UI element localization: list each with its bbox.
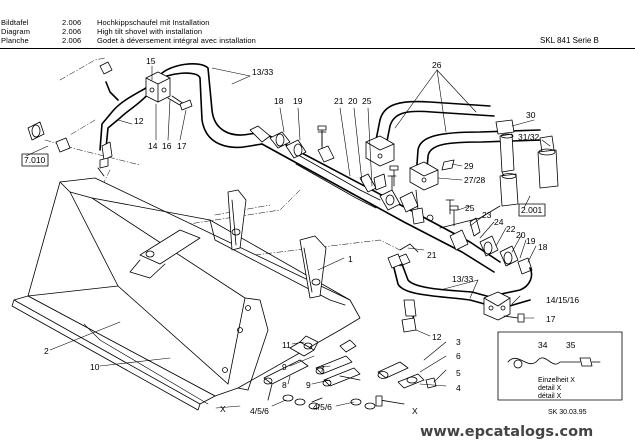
callout-12-upper: 12 <box>134 116 144 126</box>
callout-6: 6 <box>456 351 461 361</box>
bucket <box>11 177 361 411</box>
bolts-20-21-25 <box>317 125 459 227</box>
callout-12-lower: 12 <box>432 332 442 342</box>
callout-15: 15 <box>146 56 156 66</box>
fittings-left <box>27 61 113 177</box>
ref-box-7010 <box>21 153 49 167</box>
callout-24: 24 <box>494 217 504 227</box>
callout-x-bucket: X <box>220 404 226 414</box>
header-label-fr: Planche <box>1 36 29 45</box>
header-label-en: Diagram <box>1 27 31 36</box>
callout-2: 2 <box>44 346 49 356</box>
header-title-de: Hochkippschaufel mit Installation <box>97 18 210 27</box>
sheet-code: SK 30.03.95 <box>548 409 587 416</box>
callout-19-upper: 19 <box>293 96 303 106</box>
callout-18-upper: 18 <box>274 96 284 106</box>
callout-14: 14 <box>148 141 158 151</box>
detail-callout-35: 35 <box>566 340 576 350</box>
callout-9-left: 9 <box>282 362 287 372</box>
callout-7: 7 <box>320 364 325 374</box>
header-titles: Hochkippschaufel mit Installation High t… <box>97 18 256 45</box>
detail-title-en: detail X <box>538 385 562 392</box>
ref-2001: 2.001 <box>521 205 543 215</box>
couplers-30-31-32 <box>495 119 559 207</box>
callout-25-lower: 25 <box>465 203 475 213</box>
callout-17-lower: 17 <box>546 314 556 324</box>
callout-26: 26 <box>432 60 442 70</box>
callout-21-upper: 21 <box>334 96 344 106</box>
callout-13-33-upper: 13/33 <box>252 67 274 77</box>
block-15 <box>145 71 193 111</box>
header-numbers: 2.006 2.006 2.006 <box>62 18 81 45</box>
callout-3: 3 <box>456 337 461 347</box>
callout-4-5-6-right: 4/5/6 <box>313 402 332 412</box>
detail-title-fr: détail X <box>538 393 562 400</box>
detail-callout-34: 34 <box>538 340 548 350</box>
callout-14-15-16: 14/15/16 <box>546 295 579 305</box>
callout-13-33-lower: 13/33 <box>452 274 474 284</box>
ref-7010: 7.010 <box>24 155 46 165</box>
ref-box-2001 <box>518 203 546 217</box>
watermark: www.epcatalogs.com <box>420 424 594 440</box>
header-title-fr: Godet à déversement intégral avec instal… <box>97 36 256 45</box>
callout-22: 22 <box>506 224 516 234</box>
callout-27-28: 27/28 <box>464 175 486 185</box>
callout-23: 23 <box>482 210 492 220</box>
header-label-de: Bildtafel <box>1 18 29 27</box>
callout-19-lower: 19 <box>526 236 536 246</box>
callout-10: 10 <box>90 362 100 372</box>
callout-1: 1 <box>348 254 353 264</box>
callout-5: 5 <box>456 368 461 378</box>
header-title-en: High tilt shovel with installation <box>97 27 203 36</box>
hose-26 <box>375 100 543 183</box>
header-rule <box>0 48 635 49</box>
callout-20-upper: 20 <box>348 96 358 106</box>
leader-lines <box>25 65 551 409</box>
callout-17-upper: 17 <box>177 141 187 151</box>
center-pipe-assembly <box>249 125 533 275</box>
detail-x-box <box>497 331 623 401</box>
callout-x-pins: X <box>412 406 418 416</box>
callout-9-right: 9 <box>306 380 311 390</box>
callout-11: 11 <box>282 340 291 350</box>
callout-31-32: 31/32 <box>518 132 540 142</box>
callout-labels: 15 13/33 12 14 16 17 18 19 21 20 25 26 3… <box>24 56 587 416</box>
header-number-en: 2.006 <box>62 27 82 36</box>
callout-18-lower: 18 <box>538 242 548 252</box>
pins-and-bushings <box>263 335 437 410</box>
detail-title-de: Einzelheit X <box>538 377 575 384</box>
header-number-de: 2.006 <box>62 18 82 27</box>
callout-8: 8 <box>282 380 287 390</box>
callout-20-lower: 20 <box>516 230 526 240</box>
callout-4: 4 <box>456 383 461 393</box>
callout-16: 16 <box>162 141 172 151</box>
callout-30: 30 <box>526 110 536 120</box>
callout-21-lower: 21 <box>427 250 437 260</box>
header-labels: Bildtafel Diagram Planche <box>1 18 30 45</box>
hose-13-33-upper <box>99 63 265 151</box>
callout-4-5-6-left: 4/5/6 <box>250 406 269 416</box>
callout-25-upper: 25 <box>362 96 372 106</box>
block-14-15-16 <box>387 253 525 333</box>
header-number-fr: 2.006 <box>62 36 82 45</box>
callout-29: 29 <box>464 161 474 171</box>
block-27-28 <box>365 135 455 225</box>
model-label: SKL 841 Serie B <box>540 36 599 45</box>
